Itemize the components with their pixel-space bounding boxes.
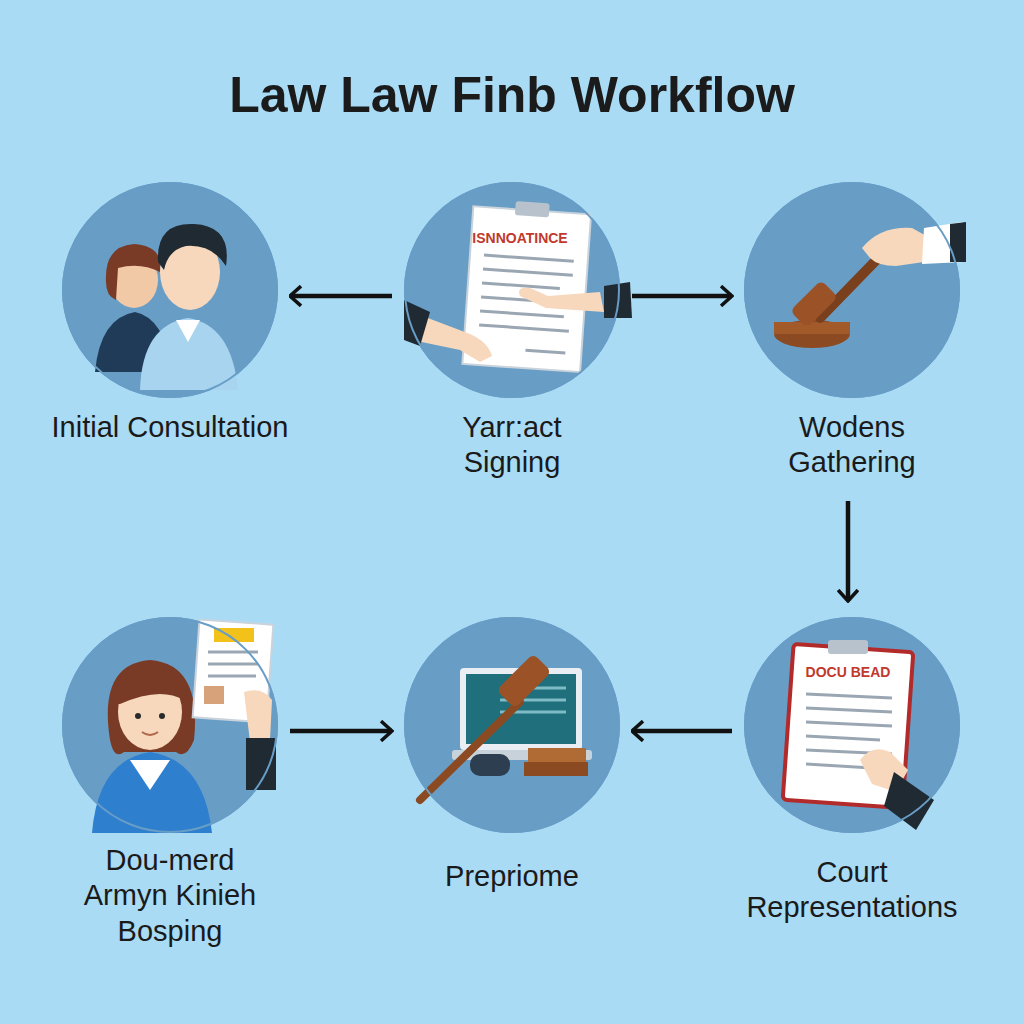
step-node: Yarr:act Signing <box>404 182 620 481</box>
step-circle <box>404 182 620 398</box>
people-icon <box>95 224 238 390</box>
flow-arrow <box>290 729 392 734</box>
laptop-icon <box>420 653 592 800</box>
gavel-icon <box>774 222 966 348</box>
circle-outline <box>63 183 277 397</box>
flow-arrow <box>846 501 851 601</box>
step-node: Wodens Gathering <box>744 182 960 481</box>
diagram-title: Law Law Finb Workflow <box>0 66 1024 124</box>
illustration-text: ISNNOATINCE <box>472 230 567 246</box>
step-circle <box>404 617 620 833</box>
step-label: Wodens Gathering <box>757 410 947 481</box>
step-label: Prepriome <box>412 859 612 894</box>
step-circle <box>744 182 960 398</box>
step-label: Yarr:act Signing <box>427 410 597 481</box>
step-node: Initial Consultation <box>18 182 322 446</box>
flow-arrow <box>632 729 732 734</box>
circle-fills <box>62 182 960 833</box>
circle-outline <box>405 183 619 397</box>
step-circle <box>744 617 960 833</box>
contract-icon <box>404 198 632 372</box>
step-node: Court Representations <box>719 617 985 926</box>
circle-outline <box>745 618 959 832</box>
step-node: Dou-merd Armyn Kinieh Bosping <box>62 617 278 950</box>
step-circle <box>62 617 278 833</box>
step-label: Court Representations <box>721 855 983 926</box>
flow-arrow <box>290 294 392 299</box>
illustration-text: DOCU BEAD <box>806 664 891 680</box>
flow-arrow <box>632 294 732 299</box>
circle-outline <box>745 183 959 397</box>
step-node: Prepriome <box>404 617 620 895</box>
step-circle <box>62 182 278 398</box>
circle-outline <box>63 618 277 832</box>
circle-outline <box>405 618 619 832</box>
step-label: Initial Consultation <box>20 410 320 445</box>
clipboard-icon <box>783 640 934 830</box>
step-label: Dou-merd Armyn Kinieh Bosping <box>70 843 270 949</box>
